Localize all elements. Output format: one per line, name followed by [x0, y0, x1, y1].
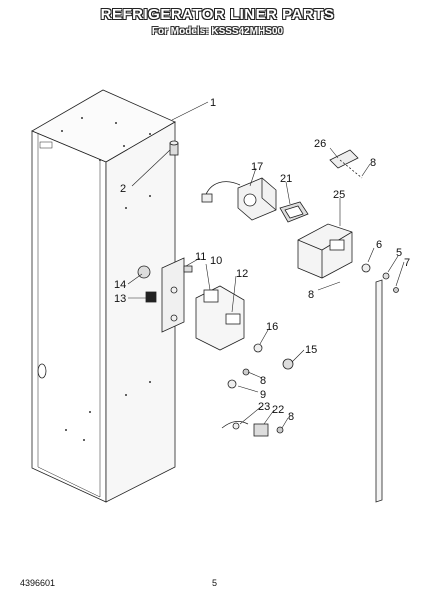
bracket-part — [329, 149, 363, 179]
callout-7: 7 — [404, 257, 410, 269]
callout-8-bottom: 8 — [288, 411, 294, 423]
callout-2: 2 — [120, 183, 126, 195]
page-number: 5 — [212, 578, 218, 588]
callout-25: 25 — [333, 189, 345, 201]
housing-part — [297, 223, 353, 279]
mounting-bracket-part — [195, 285, 245, 351]
callout-labels: 1 2 17 26 8 21 25 10 11 12 14 13 6 5 7 8… — [114, 97, 410, 423]
fastener-parts — [253, 343, 294, 370]
callout-11: 11 — [195, 251, 206, 263]
leader-lines — [127, 101, 405, 429]
callout-10: 10 — [210, 255, 222, 267]
callout-26: 26 — [314, 138, 326, 150]
part-number: 4396601 — [20, 578, 56, 588]
callout-17: 17 — [251, 161, 263, 173]
callout-5: 5 — [396, 247, 402, 259]
callout-8-middle: 8 — [308, 289, 314, 301]
gasket-part — [279, 201, 309, 223]
page-title: REFRIGERATOR LINER PARTS — [100, 6, 335, 23]
callout-8-top: 8 — [370, 157, 376, 169]
callout-21: 21 — [280, 173, 292, 185]
callout-6: 6 — [376, 239, 382, 251]
callout-9: 9 — [260, 389, 266, 401]
callout-15: 15 — [305, 344, 317, 356]
model-subtitle: For Models: KSSS42MHS00 — [151, 26, 284, 37]
callout-14: 14 — [114, 279, 126, 291]
hinge-plate-part — [161, 257, 193, 333]
callout-16: 16 — [266, 321, 278, 333]
callout-22: 22 — [272, 404, 284, 416]
callout-12: 12 — [236, 268, 248, 280]
callout-23: 23 — [258, 401, 270, 413]
switch-assembly-part — [221, 420, 284, 437]
callout-13: 13 — [114, 293, 126, 305]
liner-box — [31, 89, 176, 503]
control-housing-part — [201, 177, 277, 221]
callout-8-lower: 8 — [260, 375, 266, 387]
callout-1: 1 — [210, 97, 216, 109]
rod-part — [361, 263, 399, 503]
lower-fasteners — [227, 368, 250, 389]
light-socket-part — [169, 140, 179, 156]
